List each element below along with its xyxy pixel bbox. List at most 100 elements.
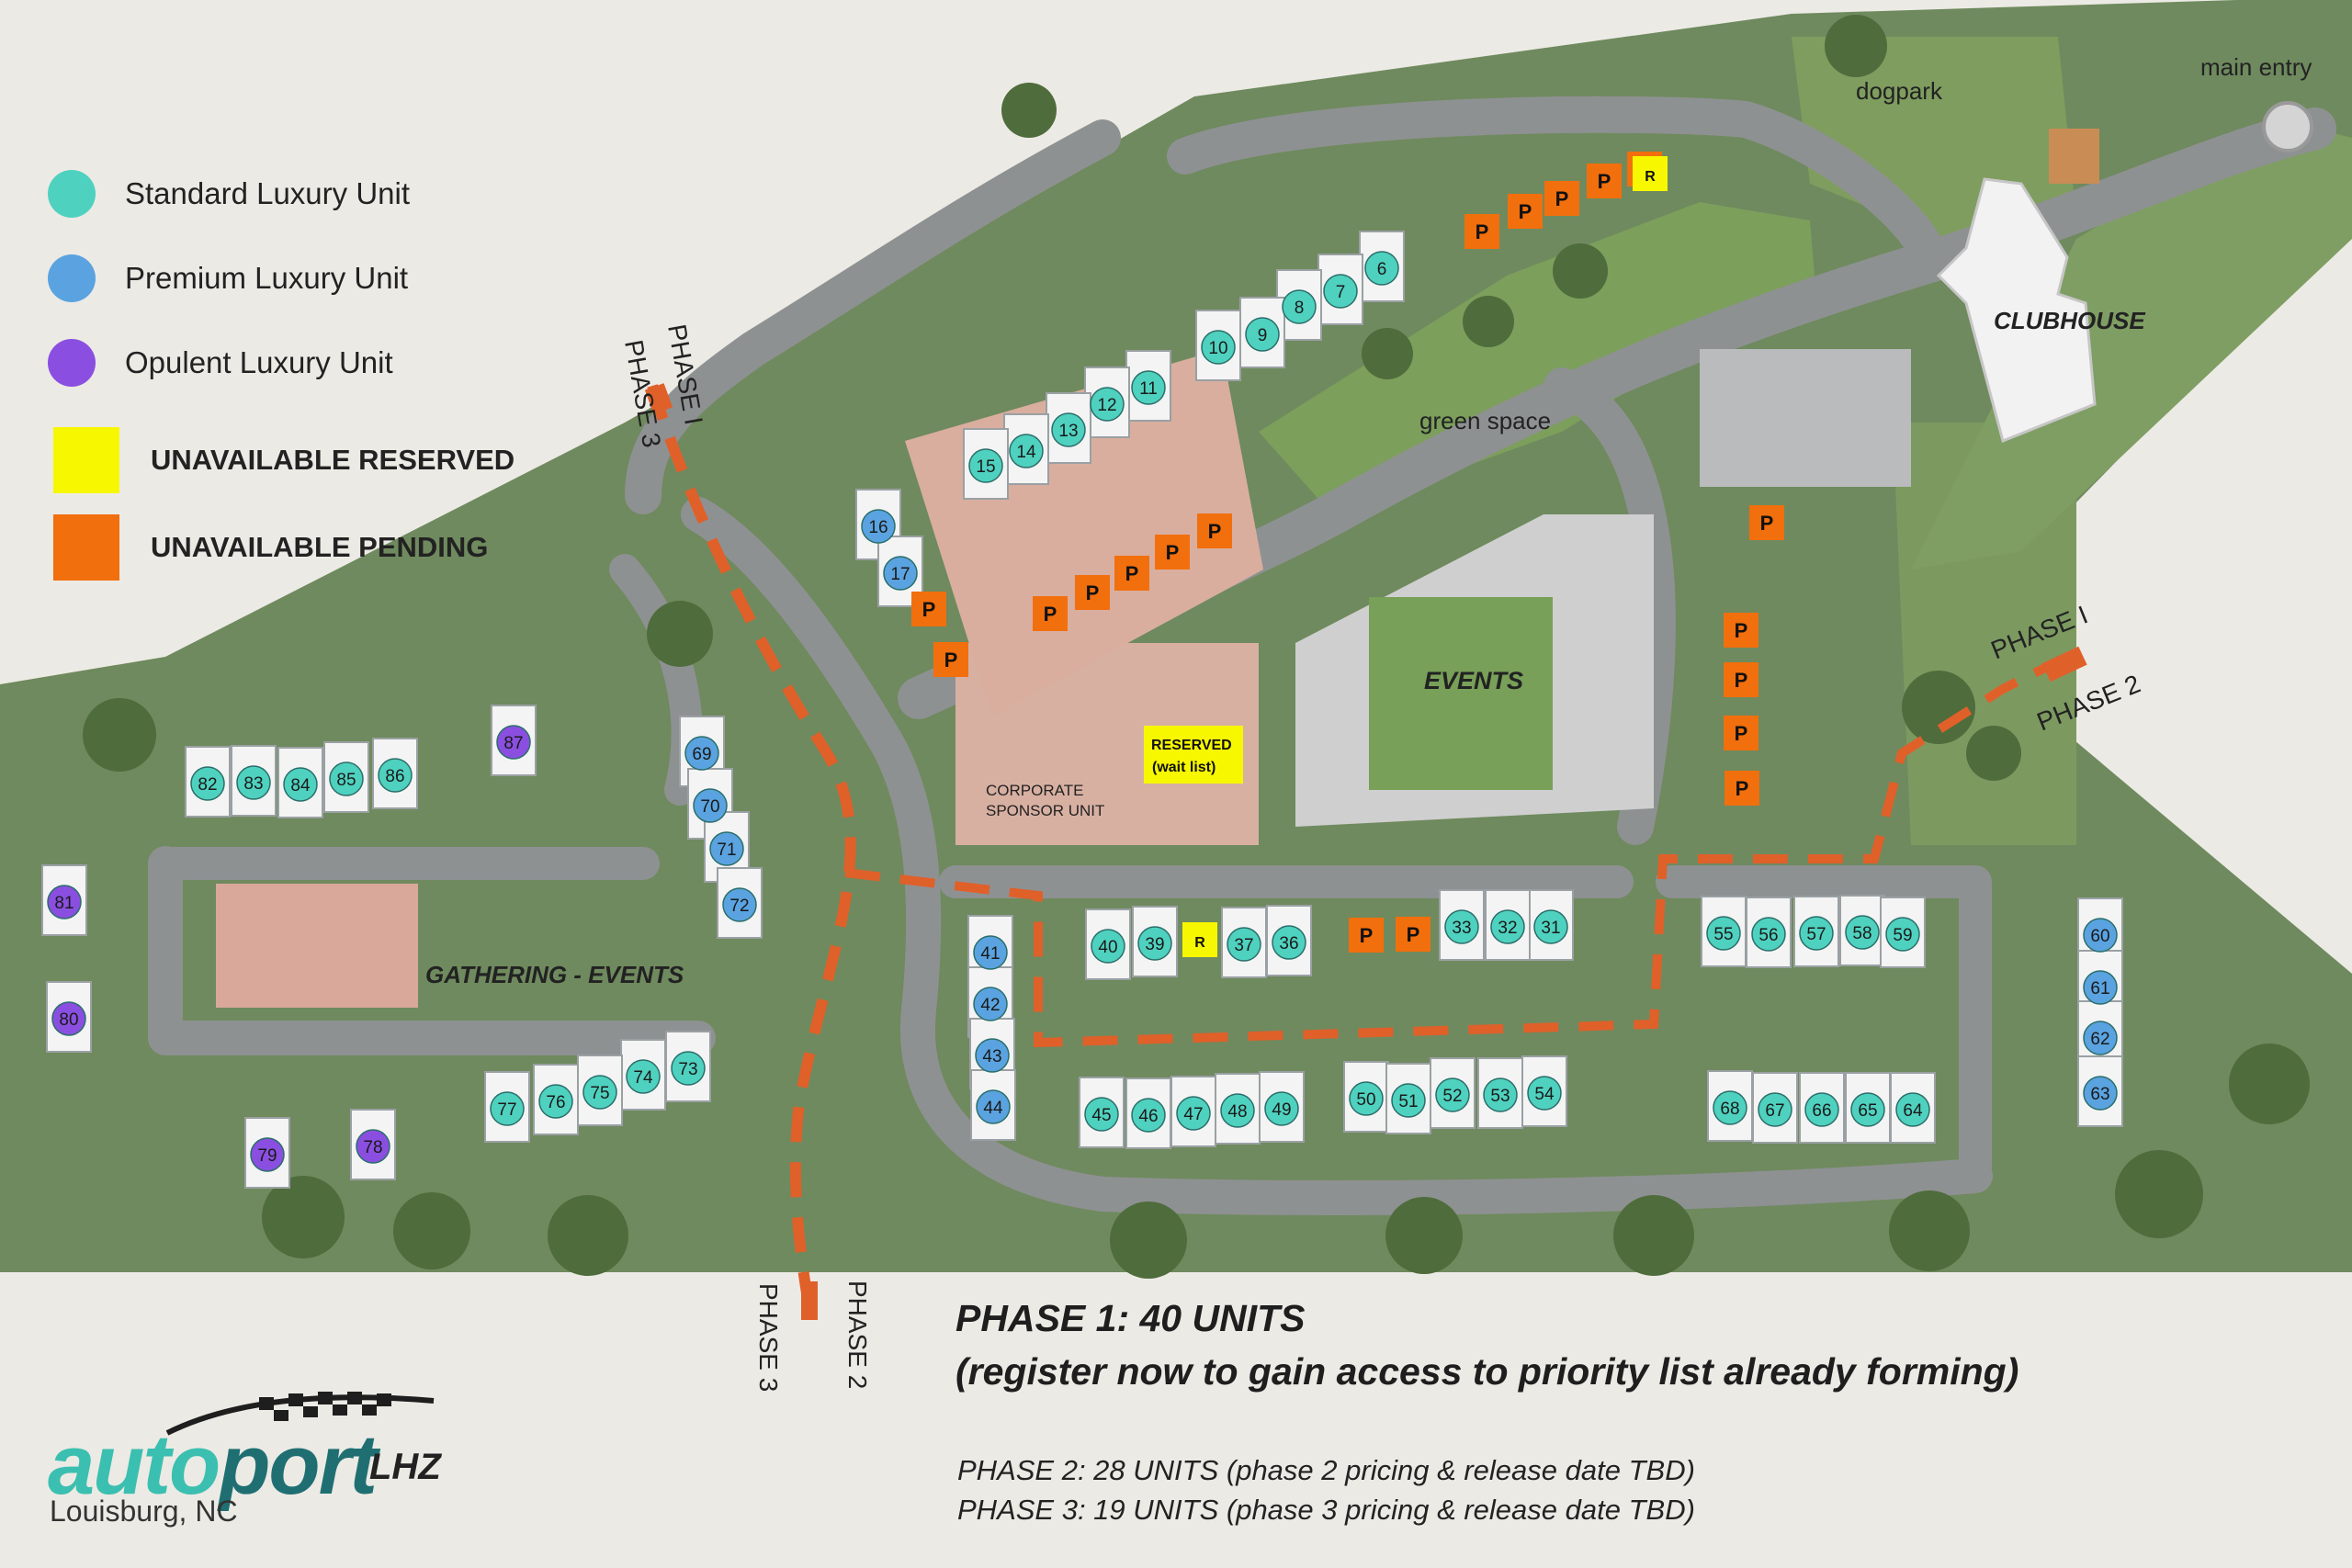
unit-marker-15[interactable]: 15: [968, 448, 1003, 483]
status-letter: P: [1735, 722, 1748, 745]
unit-marker-80[interactable]: 80: [51, 1001, 86, 1036]
unit-marker-9[interactable]: 9: [1245, 317, 1280, 352]
unit-marker-65[interactable]: 65: [1850, 1092, 1885, 1127]
unit-number: 77: [497, 1100, 516, 1120]
pending-unit-marker: P: [1749, 505, 1784, 540]
unit-marker-71[interactable]: 71: [709, 831, 744, 866]
unit-marker-72[interactable]: 72: [722, 887, 757, 922]
unit-marker-57[interactable]: 57: [1799, 916, 1834, 951]
unit-marker-33[interactable]: 33: [1444, 909, 1479, 944]
pending-unit-marker: P: [1544, 181, 1579, 216]
unit-marker-63[interactable]: 63: [2083, 1076, 2118, 1111]
unit-marker-17[interactable]: 17: [883, 556, 918, 591]
unit-marker-56[interactable]: 56: [1751, 917, 1786, 952]
map-label-green-space: green space: [1419, 407, 1551, 434]
status-letter: P: [1086, 581, 1100, 604]
unit-marker-55[interactable]: 55: [1706, 916, 1741, 951]
unit-marker-76[interactable]: 76: [538, 1084, 573, 1119]
unit-marker-32[interactable]: 32: [1490, 909, 1525, 944]
unit-marker-73[interactable]: 73: [671, 1051, 706, 1086]
tree-clusters: [83, 15, 2310, 1279]
unit-marker-39[interactable]: 39: [1137, 926, 1172, 961]
unit-marker-dot: [2083, 918, 2118, 953]
unit-marker-53[interactable]: 53: [1483, 1077, 1518, 1112]
pending-unit-marker: P: [1724, 662, 1758, 697]
unit-marker-85[interactable]: 85: [329, 761, 364, 796]
unit-marker-12[interactable]: 12: [1090, 387, 1125, 422]
unit-marker-48[interactable]: 48: [1220, 1093, 1255, 1128]
unit-marker-86[interactable]: 86: [378, 758, 413, 793]
unit-number: 55: [1713, 925, 1733, 944]
unit-marker-42[interactable]: 42: [973, 987, 1008, 1021]
unit-marker-52[interactable]: 52: [1435, 1077, 1470, 1112]
unit-marker-dot: [1895, 1092, 1930, 1127]
unit-marker-70[interactable]: 70: [693, 788, 728, 823]
unit-marker-37[interactable]: 37: [1227, 927, 1261, 962]
unit-marker-60[interactable]: 60: [2083, 918, 2118, 953]
unit-marker-10[interactable]: 10: [1201, 330, 1236, 365]
phase-marker-east: [2041, 646, 2087, 682]
unit-marker-16[interactable]: 16: [861, 509, 896, 544]
legend-label: UNAVAILABLE PENDING: [151, 531, 489, 563]
status-square: [1724, 662, 1758, 697]
unit-marker-dot: [1282, 289, 1317, 324]
unit-marker-49[interactable]: 49: [1264, 1091, 1299, 1126]
unit-marker-51[interactable]: 51: [1391, 1083, 1426, 1118]
unit-marker-78[interactable]: 78: [356, 1129, 390, 1164]
unit-marker-44[interactable]: 44: [976, 1089, 1011, 1124]
unit-number: 76: [546, 1093, 565, 1112]
unit-marker-79[interactable]: 79: [250, 1137, 285, 1172]
phase-2-label-south: PHASE 2: [843, 1280, 872, 1389]
unit-marker-84[interactable]: 84: [283, 767, 318, 802]
unit-number: 70: [700, 797, 719, 817]
unit-marker-67[interactable]: 67: [1758, 1092, 1792, 1127]
unit-marker-11[interactable]: 11: [1131, 370, 1166, 405]
unit-marker-47[interactable]: 47: [1176, 1096, 1211, 1131]
unit-marker-74[interactable]: 74: [626, 1059, 661, 1094]
unit-marker-50[interactable]: 50: [1349, 1081, 1384, 1116]
unit-marker-58[interactable]: 58: [1845, 915, 1880, 950]
unit-marker-7[interactable]: 7: [1323, 274, 1358, 309]
unit-marker-6[interactable]: 6: [1364, 251, 1399, 286]
unit-marker-dot: [496, 725, 531, 760]
unit-marker-8[interactable]: 8: [1282, 289, 1317, 324]
unit-number: 9: [1258, 326, 1268, 345]
unit-marker-45[interactable]: 45: [1084, 1097, 1119, 1132]
unit-marker-77[interactable]: 77: [490, 1091, 525, 1126]
unit-marker-14[interactable]: 14: [1009, 434, 1044, 468]
unit-marker-66[interactable]: 66: [1804, 1092, 1839, 1127]
unit-marker-68[interactable]: 68: [1713, 1090, 1747, 1125]
unit-marker-83[interactable]: 83: [236, 765, 271, 800]
status-square: [1544, 181, 1579, 216]
unit-marker-43[interactable]: 43: [975, 1038, 1010, 1073]
unit-marker-62[interactable]: 62: [2083, 1021, 2118, 1055]
unit-marker-36[interactable]: 36: [1272, 925, 1306, 960]
unit-marker-81[interactable]: 81: [47, 885, 82, 919]
wait-list-label: (wait list): [1152, 760, 1216, 775]
unit-marker-59[interactable]: 59: [1885, 917, 1920, 952]
unit-marker-75[interactable]: 75: [582, 1075, 617, 1110]
premium-unit-swatch: [48, 254, 96, 302]
unit-marker-41[interactable]: 41: [973, 935, 1008, 970]
main-entry-roundabout: [2262, 101, 2313, 152]
unit-marker-31[interactable]: 31: [1533, 909, 1568, 944]
unit-marker-64[interactable]: 64: [1895, 1092, 1930, 1127]
phase-1-subtitle: (register now to gain access to priority…: [956, 1350, 2019, 1393]
legend-label: Premium Luxury Unit: [125, 261, 409, 295]
status-letter: P: [1519, 200, 1532, 223]
pending-unit-marker: P: [1396, 917, 1430, 952]
unit-marker-87[interactable]: 87: [496, 725, 531, 760]
unit-marker-dot: [1758, 1092, 1792, 1127]
pending-unit-marker: P: [1114, 556, 1149, 591]
unit-marker-46[interactable]: 46: [1131, 1098, 1166, 1133]
unit-marker-69[interactable]: 69: [684, 736, 719, 771]
unit-marker-40[interactable]: 40: [1091, 929, 1125, 964]
unit-marker-dot: [968, 448, 1003, 483]
unit-marker-61[interactable]: 61: [2083, 970, 2118, 1005]
green-space-lawn: [1259, 202, 1815, 514]
unit-marker-13[interactable]: 13: [1051, 412, 1086, 447]
unit-marker-dot: [2083, 970, 2118, 1005]
unit-marker-82[interactable]: 82: [190, 766, 225, 801]
unit-number: 13: [1058, 422, 1078, 441]
unit-marker-54[interactable]: 54: [1527, 1076, 1562, 1111]
